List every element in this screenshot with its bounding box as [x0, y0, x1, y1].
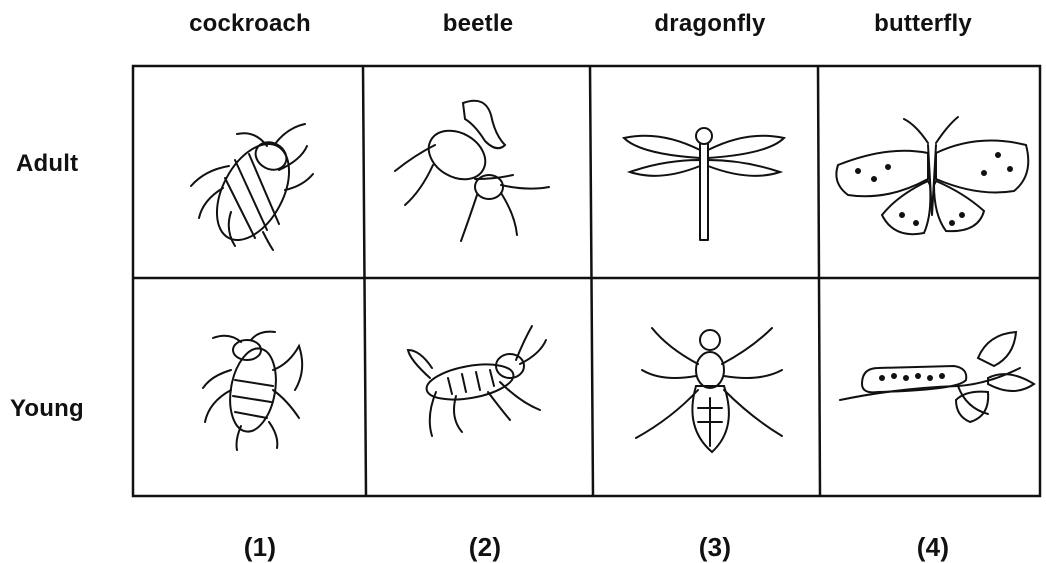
caterpillar-icon [838, 328, 1038, 438]
label-number-2: (2) [370, 532, 600, 563]
cockroach-nymph-icon [195, 330, 325, 455]
label-number-3: (3) [600, 532, 830, 563]
dragonfly-adult-icon [620, 120, 790, 245]
beetle-young-icon [400, 320, 550, 450]
label-number-1: (1) [145, 532, 375, 563]
label-number-4: (4) [818, 532, 1046, 563]
cockroach-adult-icon [175, 120, 325, 260]
butterfly-adult-icon [828, 115, 1038, 245]
beetle-adult-icon [385, 95, 565, 255]
dragonfly-nymph-icon [632, 318, 792, 458]
